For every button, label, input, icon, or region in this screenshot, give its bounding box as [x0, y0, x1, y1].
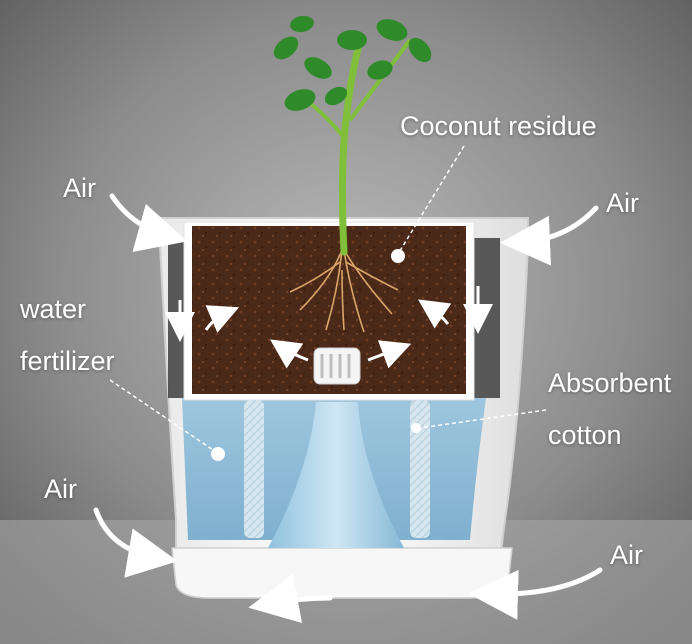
label-air-top-right: Air	[606, 188, 639, 218]
label-absorbent: Absorbent	[548, 368, 672, 398]
marker-coconut	[391, 249, 405, 263]
label-air-bottom-left: Air	[44, 474, 77, 504]
vent-slots	[320, 354, 351, 378]
label-water: water	[20, 294, 87, 324]
leader-lines	[109, 145, 547, 453]
plant-roots	[289, 249, 399, 333]
label-fertilizer: fertilizer	[20, 346, 115, 376]
plant-leaves	[273, 15, 432, 111]
cotton-wick-left	[244, 400, 264, 538]
plant-stem	[338, 36, 364, 256]
label-air-bottom-right: Air	[610, 540, 643, 570]
label-coconut-residue: Coconut residue	[400, 111, 597, 141]
plant-branch-right	[348, 38, 412, 122]
marker-cotton	[411, 423, 421, 433]
internal-airflow-arrows	[165, 286, 493, 369]
external-air-arrows	[93, 193, 603, 624]
water-cone	[268, 402, 404, 548]
pot-base	[171, 547, 513, 599]
cotton-wick-right	[410, 400, 430, 538]
label-air-top-left: Air	[63, 173, 96, 203]
marker-water	[211, 447, 225, 461]
label-cotton: cotton	[548, 420, 622, 450]
